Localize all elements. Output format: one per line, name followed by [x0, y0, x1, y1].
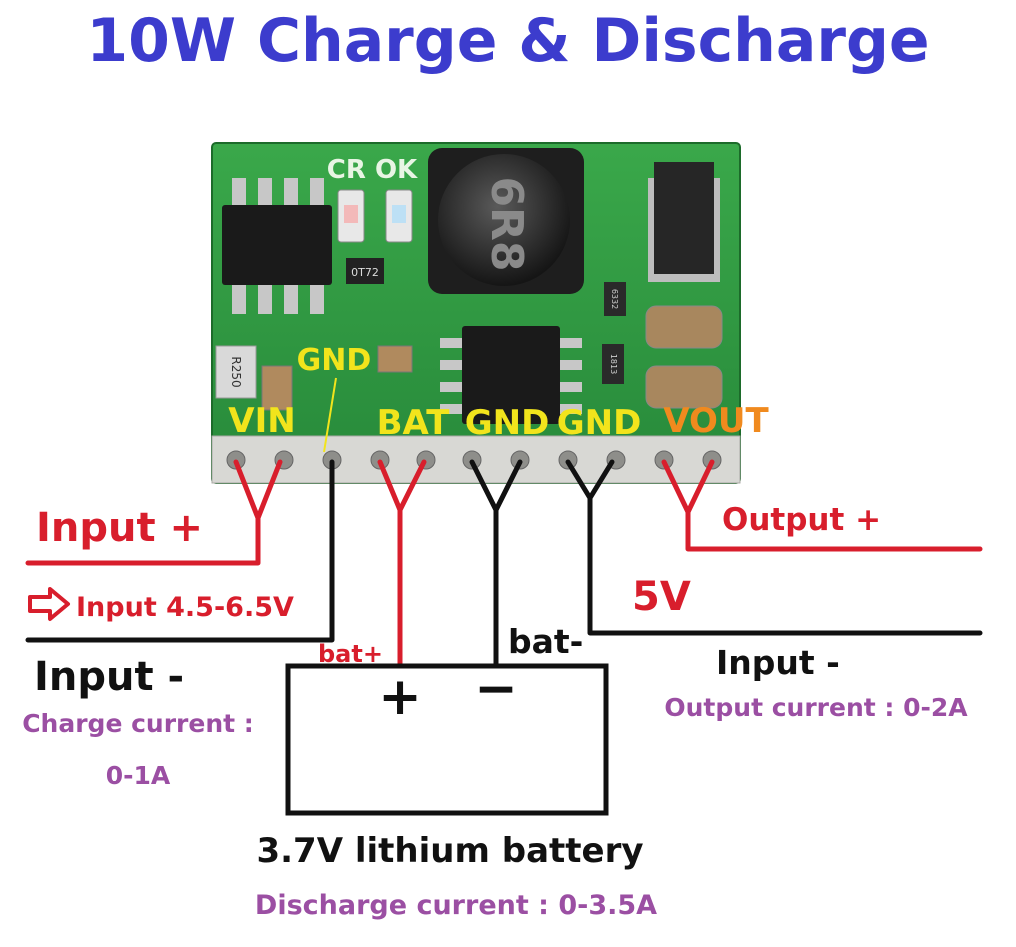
pin-label-vout: VOUT [663, 401, 769, 441]
schottky-diode [648, 162, 720, 282]
wire-output-plus [685, 509, 983, 552]
pin-label-gnd-top: GND [297, 343, 372, 378]
wire-input-plus [25, 515, 261, 566]
label-bat-plus: bat+ [318, 640, 383, 668]
label-input-minus-left: Input - [34, 654, 184, 700]
smd-component [604, 282, 626, 316]
battery-plus-sign: + [378, 667, 422, 727]
wires [25, 459, 983, 667]
label-charge-current: Charge current : [22, 709, 254, 738]
pin-label-gnd-1: GND [465, 403, 550, 443]
led-ok-lens [392, 205, 406, 223]
capacitor [377, 345, 413, 373]
small-ic [346, 258, 384, 284]
capacitor [261, 365, 293, 411]
label-battery-name: 3.7V lithium battery [256, 831, 643, 871]
label-output-voltage: 5V [632, 574, 691, 620]
label-output-plus: Output + [722, 502, 881, 538]
inductor: 6R8 [428, 148, 584, 294]
silkscreen-cr-ok: CR OK [327, 155, 418, 185]
pin-label-vin: VIN [228, 401, 295, 441]
label-input-plus: Input + [36, 505, 203, 551]
capacitor [645, 365, 723, 409]
diagram-title: 10W Charge & Discharge [86, 6, 930, 76]
small-ic-marking: 0T72 [351, 266, 379, 279]
label-input-range: Input 4.5-6.5V [76, 592, 294, 623]
shunt-resistor-marking: R250 [229, 356, 243, 387]
smd-marking-1: 6332 [610, 289, 619, 309]
battery-minus-sign: − [474, 659, 518, 719]
pin-label-bat: BAT [377, 403, 451, 443]
ic-chip-left [222, 178, 332, 314]
wire-output-minus [587, 495, 983, 636]
pin-label-gnd-2: GND [557, 403, 642, 443]
inductor-marking: 6R8 [481, 176, 532, 271]
arrow-right-icon [28, 587, 70, 621]
pcb-board: CR OK 0T72 6R8 [211, 142, 770, 484]
shunt-resistor [215, 345, 257, 399]
label-bat-minus: bat- [508, 622, 583, 661]
smd-component [602, 344, 624, 384]
ic-chip-center [440, 326, 582, 424]
battery-box [285, 663, 609, 816]
wire-input-minus [25, 459, 335, 643]
label-input-minus-right: Input - [716, 643, 840, 682]
capacitor [645, 305, 723, 349]
label-charge-current-value: 0-1A [106, 761, 171, 790]
led-cr-lens [344, 205, 358, 223]
header-pins [226, 450, 722, 470]
label-discharge-current: Discharge current : 0-3.5A [255, 890, 657, 921]
label-output-current: Output current : 0-2A [664, 693, 968, 722]
smd-marking-2: 1813 [609, 354, 618, 374]
gnd-pointer-line [323, 377, 337, 453]
